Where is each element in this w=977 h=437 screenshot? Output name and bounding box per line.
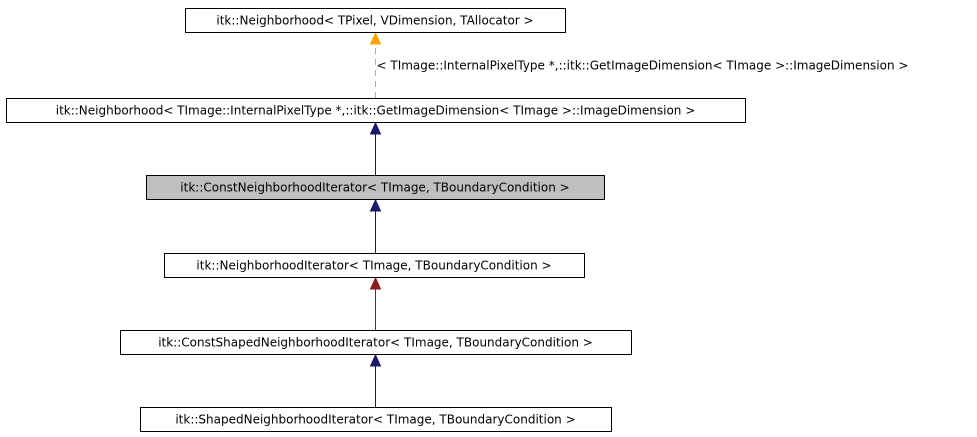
- arrowhead-icon: [369, 198, 382, 212]
- class-node-label: itk::ShapedNeighborhoodIterator< TImage,…: [175, 413, 575, 427]
- class-node-label: itk::Neighborhood< TPixel, VDimension, T…: [216, 14, 533, 28]
- inheritance-edge: [369, 353, 382, 407]
- class-node[interactable]: itk::Neighborhood< TImage::InternalPixel…: [6, 98, 746, 123]
- class-node-box: [120, 330, 632, 355]
- nodes-layer: itk::Neighborhood< TPixel, VDimension, T…: [6, 8, 746, 432]
- arrowhead-icon: [369, 353, 382, 367]
- class-node-label: itk::ConstShapedNeighborhoodIterator< TI…: [158, 336, 593, 350]
- class-node[interactable]: itk::ConstShapedNeighborhoodIterator< TI…: [120, 330, 632, 355]
- edge-label: < TImage::InternalPixelType *,::itk::Get…: [377, 59, 909, 73]
- class-node-box: [164, 253, 585, 278]
- arrowhead-icon: [369, 121, 382, 135]
- inheritance-edge: [369, 198, 382, 253]
- inheritance-edge: < TImage::InternalPixelType *,::itk::Get…: [369, 31, 909, 98]
- class-node-box: [185, 8, 566, 33]
- arrowhead-icon: [369, 276, 382, 290]
- class-node-box: [140, 407, 612, 432]
- class-node-box: [146, 175, 605, 200]
- class-node[interactable]: itk::NeighborhoodIterator< TImage, TBoun…: [164, 253, 585, 278]
- class-node-label: itk::ConstNeighborhoodIterator< TImage, …: [180, 181, 569, 195]
- class-node[interactable]: itk::ShapedNeighborhoodIterator< TImage,…: [140, 407, 612, 432]
- class-node-label: itk::NeighborhoodIterator< TImage, TBoun…: [196, 259, 551, 273]
- class-node[interactable]: itk::Neighborhood< TPixel, VDimension, T…: [185, 8, 566, 33]
- edges-layer: < TImage::InternalPixelType *,::itk::Get…: [369, 31, 909, 407]
- arrowhead-icon: [369, 31, 382, 45]
- class-node-label: itk::Neighborhood< TImage::InternalPixel…: [56, 104, 696, 118]
- inheritance-edge: [369, 276, 382, 330]
- inheritance-edge: [369, 121, 382, 175]
- class-node[interactable]: itk::ConstNeighborhoodIterator< TImage, …: [146, 175, 605, 200]
- class-node-box: [6, 98, 746, 123]
